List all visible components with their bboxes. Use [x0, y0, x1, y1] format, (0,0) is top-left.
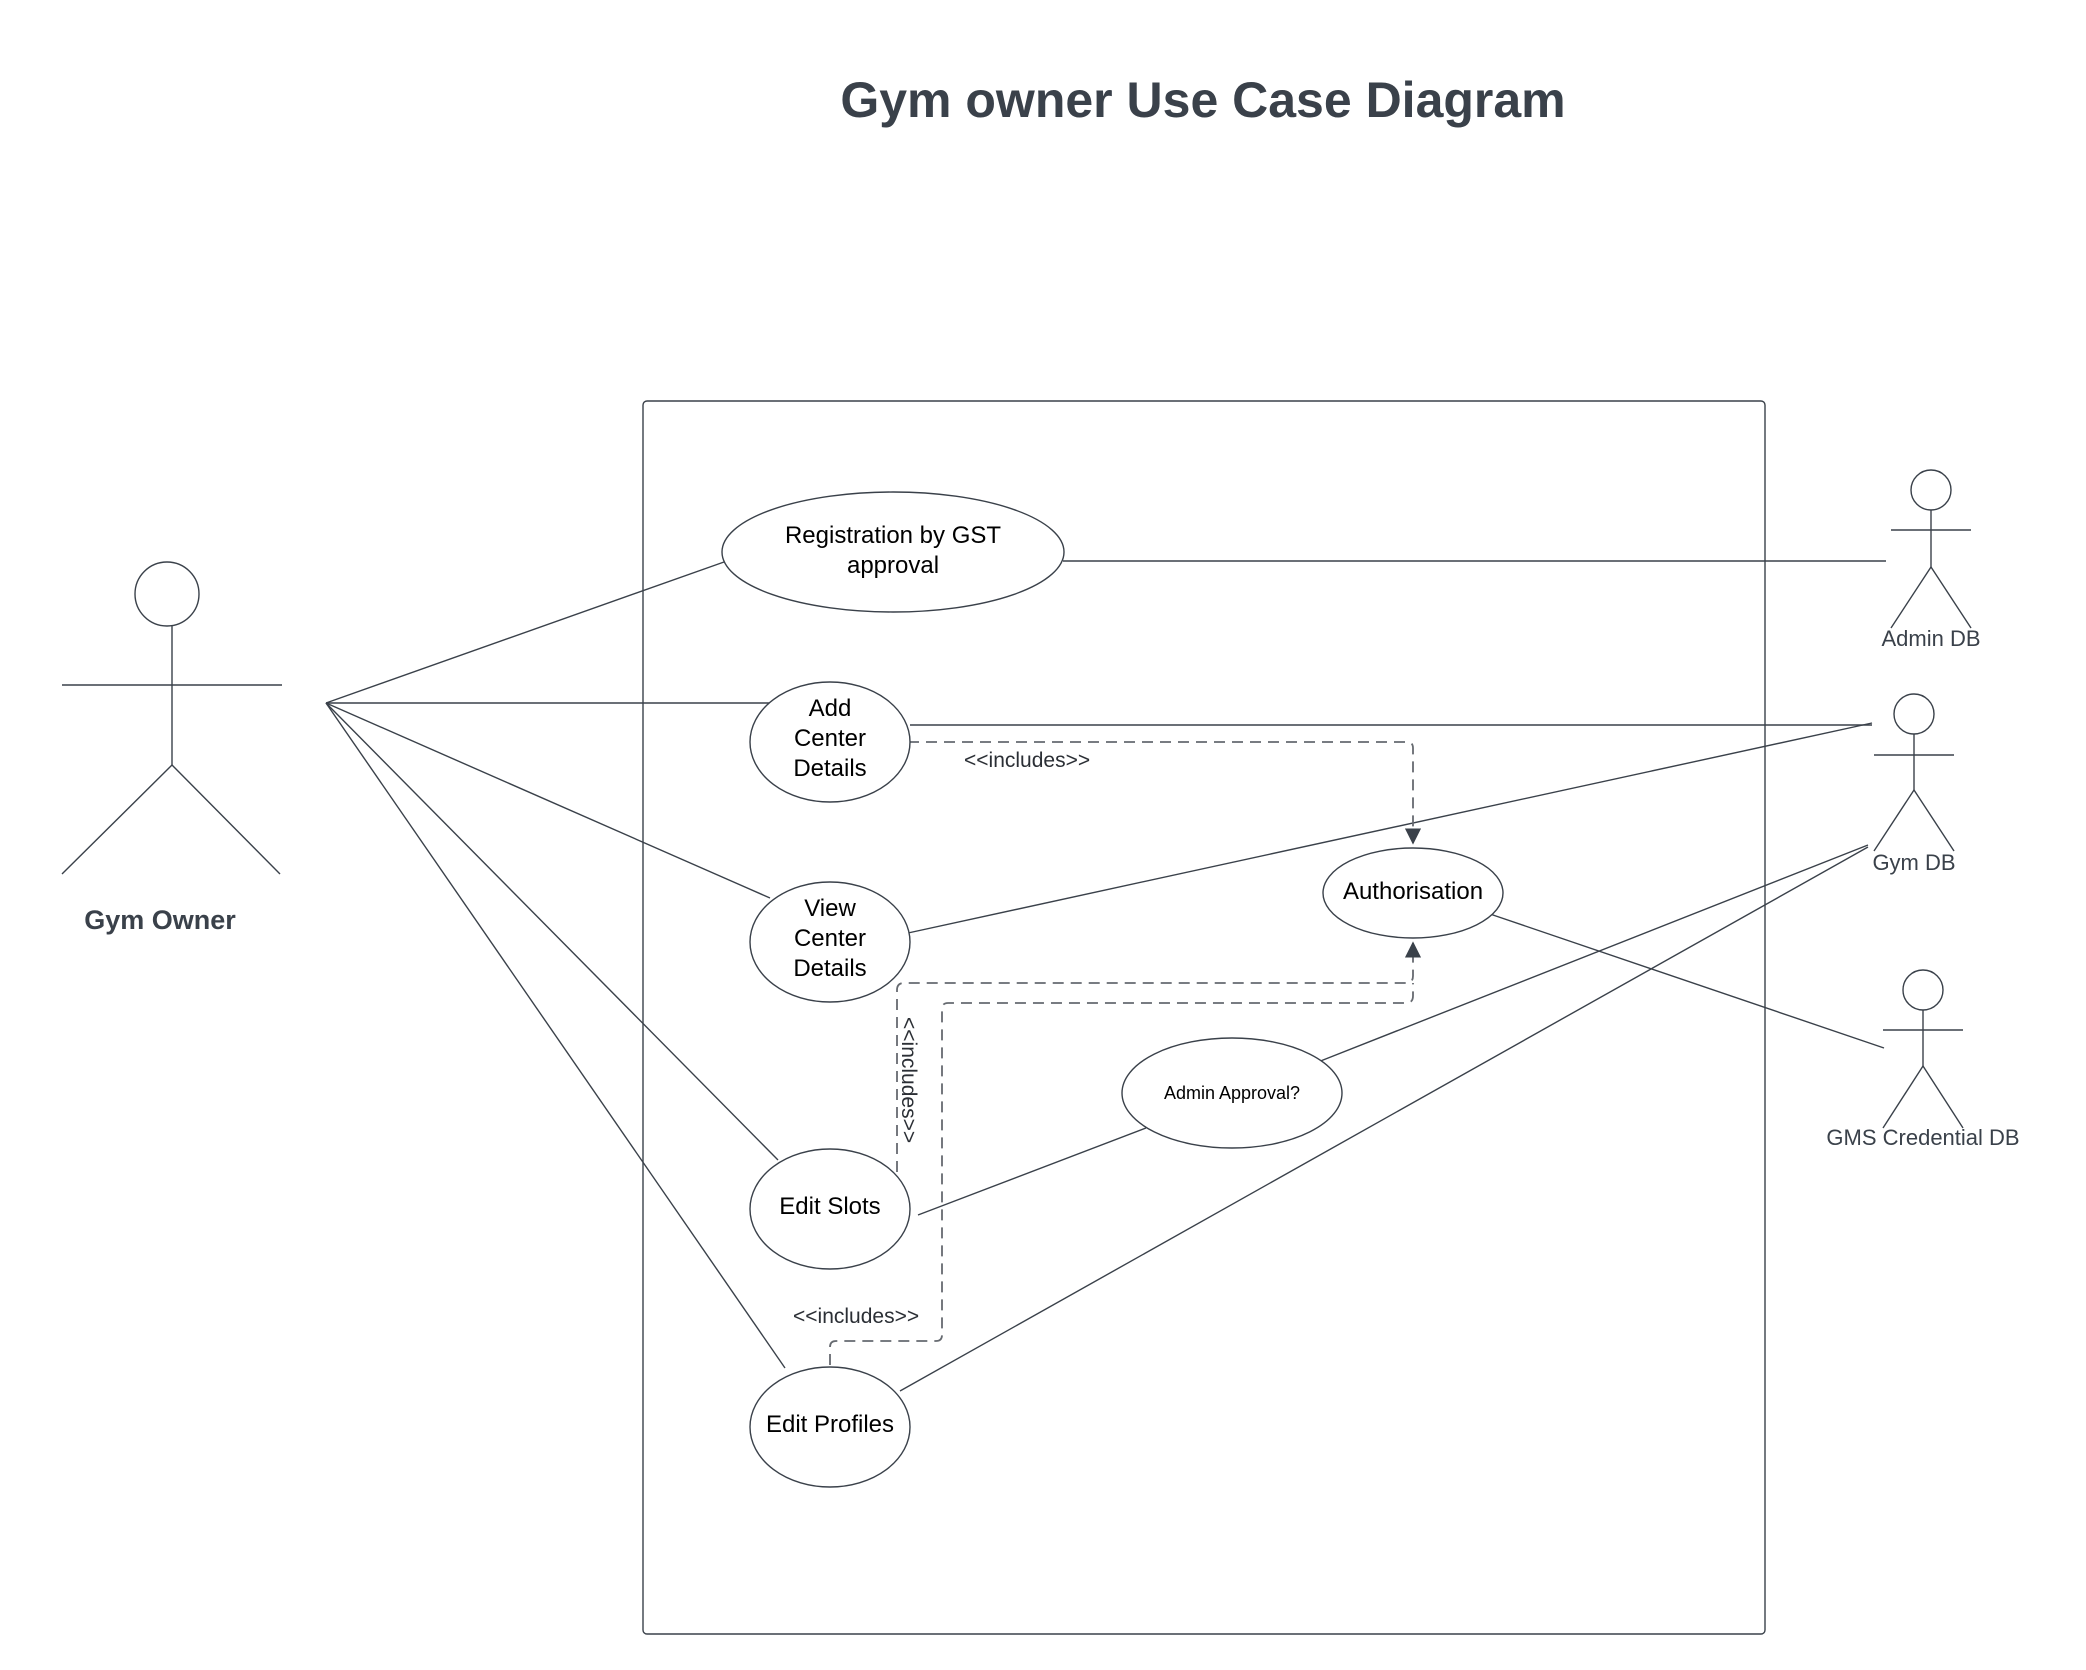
use-case-add-center-details: Add Center Details — [749, 681, 911, 803]
assoc-authorisation-gms-db — [1489, 913, 1885, 1049]
assoc-admin-approval-gym-db — [1317, 844, 1869, 1063]
svg-text:Edit Profiles: Edit Profiles — [766, 1411, 894, 1438]
includes-label-add-center: <<includes>> — [964, 749, 1090, 772]
assoc-edit-profiles-gym-db — [899, 846, 1869, 1392]
actor-gym-owner: Gym Owner — [61, 561, 282, 935]
assoc-owner-edit-profiles — [325, 702, 786, 1369]
svg-text:Details: Details — [793, 755, 866, 782]
actor-label-gms-credential-db: GMS Credential DB — [1826, 1125, 2019, 1150]
actor-gym-db: Gym DB — [1872, 693, 1956, 875]
assoc-view-center-gym-db — [907, 722, 1873, 934]
svg-text:Admin Approval?: Admin Approval? — [1164, 1083, 1300, 1103]
includes-label-edit-slots: <<includes>> — [897, 1017, 920, 1143]
use-case-edit-slots: Edit Slots — [749, 1148, 911, 1270]
system-boundary — [642, 400, 1766, 1635]
actor-label-admin-db: Admin DB — [1881, 626, 1980, 651]
svg-text:Details: Details — [793, 955, 866, 982]
db-associations — [899, 560, 1886, 1392]
svg-text:Center: Center — [794, 925, 866, 952]
actor-label-gym-owner: Gym Owner — [84, 905, 236, 935]
assoc-owner-registration — [325, 561, 725, 704]
use-case-view-center-details: View Center Details — [749, 881, 911, 1003]
svg-text:Edit Slots: Edit Slots — [779, 1193, 880, 1220]
assoc-owner-edit-slots — [325, 702, 779, 1161]
gym-owner-associations — [325, 561, 786, 1369]
assoc-owner-view-center — [325, 702, 771, 899]
include-add-center-authorisation — [908, 741, 1422, 845]
use-case-admin-approval: Admin Approval? — [1121, 1037, 1343, 1149]
svg-text:View: View — [804, 895, 856, 922]
actor-head — [1893, 693, 1935, 735]
actor-head — [134, 561, 200, 627]
svg-text:Add: Add — [809, 695, 852, 722]
use-case-authorisation: Authorisation — [1322, 847, 1504, 939]
diagram-title: Gym owner Use Case Diagram — [840, 72, 1565, 128]
svg-text:Authorisation: Authorisation — [1343, 878, 1483, 905]
actor-label-gym-db: Gym DB — [1872, 850, 1955, 875]
svg-text:approval: approval — [847, 552, 939, 579]
include-edit-profiles-authorisation — [829, 983, 1414, 1365]
svg-text:Registration by GST: Registration by GST — [785, 522, 1001, 549]
includes-label-edit-profiles: <<includes>> — [793, 1305, 919, 1328]
actor-admin-db: Admin DB — [1881, 469, 1981, 651]
assoc-edit-slots-admin-approval — [917, 1127, 1147, 1216]
svg-text:Center: Center — [794, 725, 866, 752]
actor-gms-credential-db: GMS Credential DB — [1826, 969, 2020, 1150]
actor-head — [1902, 969, 1944, 1011]
actor-head — [1910, 469, 1952, 511]
include-edit-slots-authorisation — [896, 941, 1422, 1172]
use-case-registration: Registration by GST approval — [721, 491, 1065, 613]
use-case-edit-profiles: Edit Profiles — [749, 1366, 911, 1488]
include-relationships — [829, 741, 1422, 1365]
